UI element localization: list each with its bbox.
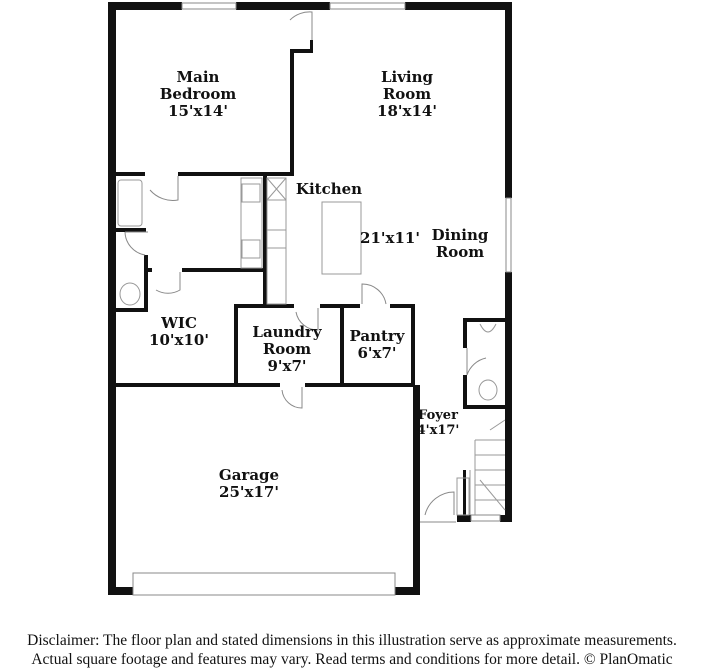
bathtub [117, 179, 143, 227]
room-name: Pantry [349, 327, 405, 345]
room-label-living-room: Living Room 18'x14' [377, 69, 437, 120]
room-dims: 25'x17' [219, 483, 279, 501]
vanity-counter [240, 177, 263, 269]
room-label-wic: WIC 10'x10' [149, 315, 209, 349]
disclaimer-line-1: Disclaimer: The floor plan and stated di… [27, 632, 677, 649]
disclaimer-line-2: Actual square footage and features may v… [31, 651, 673, 668]
walls [108, 2, 512, 595]
room-label-kitchen: Kitchen [295, 180, 363, 198]
room-label-main-bedroom: Main Bedroom 15'x14' [160, 69, 237, 120]
room-name: Foyer [418, 408, 458, 423]
room-dims: 6'x7' [357, 344, 397, 362]
room-dims: 9'x7' [267, 357, 307, 375]
room-dims: 4'x17' [416, 423, 460, 438]
room-dims-kitchen: 21'x11' [360, 229, 420, 247]
toilet [478, 379, 498, 401]
windows [132, 2, 512, 596]
room-name: Room [262, 340, 312, 358]
room-label-dining-room: Dining Room [432, 227, 489, 261]
doors [124, 11, 487, 523]
stairs [469, 419, 506, 515]
room-name: Room [435, 243, 485, 261]
room-name: Garage [218, 466, 280, 484]
room-label-laundry-room: Laundry Room 9'x7' [252, 324, 321, 375]
toilet [119, 282, 141, 306]
room-name: Bedroom [159, 85, 237, 103]
room-dims: 15'x14' [168, 102, 228, 120]
room-name: Main [176, 68, 220, 86]
sink [479, 323, 497, 333]
fixtures [117, 177, 506, 516]
room-label-pantry: Pantry 6'x7' [349, 328, 404, 362]
room-label-foyer: Foyer 4'x17' [417, 408, 460, 438]
room-name: Living [380, 68, 434, 86]
room-label-garage: Garage 25'x17' [219, 467, 279, 501]
room-name: WIC [161, 314, 197, 332]
room-dims: 10'x10' [149, 331, 209, 349]
room-dims: 18'x14' [377, 102, 437, 120]
kitchen-island [321, 201, 362, 275]
room-name: Dining [431, 226, 489, 244]
room-name: Laundry [252, 323, 322, 341]
room-name: Room [382, 85, 432, 103]
